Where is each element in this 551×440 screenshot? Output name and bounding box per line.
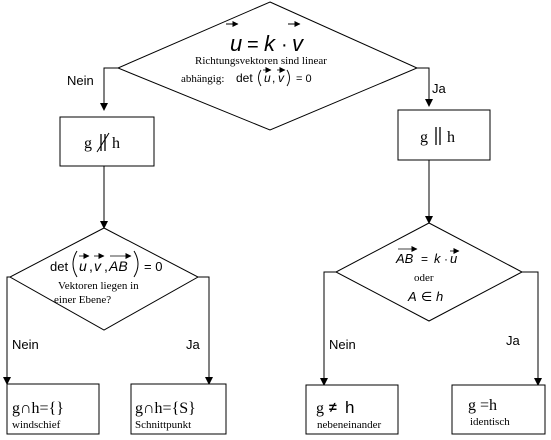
det-comma: ,	[272, 71, 275, 85]
box-parallel	[397, 109, 491, 161]
right-eq: =	[421, 252, 428, 266]
right-oder: oder	[414, 272, 434, 284]
edge-label-no-right: Nein	[329, 337, 356, 352]
det-v: v	[278, 71, 285, 85]
result-schnittpunkt-main: g∩h={S}	[135, 400, 196, 417]
edge-left-yes	[198, 276, 213, 385]
result-schnittpunkt-sub: Schnittpunkt	[135, 419, 191, 431]
left-comma-2: ,	[104, 258, 108, 274]
formula-eq: =	[247, 34, 259, 56]
formula-u: u	[230, 31, 242, 56]
left-det-label: det	[50, 259, 68, 274]
right-a: A	[407, 289, 417, 304]
right-dot: ·	[444, 252, 448, 266]
edge-top-yes	[417, 67, 433, 107]
edge-top-no	[100, 67, 118, 111]
edge-label-yes-right: Ja	[506, 333, 521, 348]
result-identisch-main: g =h	[468, 397, 497, 414]
formula-dot: ·	[281, 34, 288, 56]
edge-label-no-left: Nein	[12, 337, 39, 352]
edge-left-no	[3, 276, 11, 385]
right-vec-u: u	[450, 251, 457, 266]
not-parallel-h: h	[112, 135, 120, 152]
result-windschief-sub: windschief	[12, 419, 61, 431]
parallel-strike	[96, 132, 110, 153]
left-vec-v: v	[94, 258, 102, 274]
det-u: u	[264, 71, 271, 85]
right-h: h	[436, 289, 443, 304]
result-windschief-main: g∩h={}	[12, 400, 64, 417]
paren-left	[258, 69, 262, 87]
right-element-of: ∈	[421, 289, 432, 304]
result-identisch-sub: identisch	[470, 416, 510, 428]
decision-identical-diamond	[334, 222, 524, 322]
left-paren-close	[133, 250, 139, 278]
left-vec-ab: AB	[108, 258, 128, 274]
result-nebeneinander-sub: nebeneinander	[317, 419, 381, 431]
result-identisch	[451, 384, 546, 435]
edge-label-yes-left: Ja	[186, 337, 201, 352]
det-label: det	[236, 71, 253, 85]
edge-right-no	[320, 271, 336, 386]
decision-collinear-diamond	[116, 1, 419, 131]
parallel-h: h	[447, 129, 455, 146]
left-vec-u: u	[79, 258, 87, 274]
left-decision-line1: Vektoren liegen in	[58, 280, 139, 292]
formula-k: k	[264, 31, 276, 56]
right-vec-ab: AB	[395, 251, 414, 266]
edge-label-no-top: Nein	[67, 73, 94, 88]
edge-right-yes	[522, 271, 542, 386]
left-eq0: = 0	[144, 259, 162, 274]
result-schnittpunkt	[130, 383, 227, 435]
result-nebeneinander-g: g	[316, 400, 324, 417]
result-nebeneinander-h: h	[345, 398, 354, 417]
not-parallel-g: g	[84, 135, 92, 152]
top-decision-line1: Richtungsvektoren sind linear	[195, 55, 327, 67]
result-nebeneinander	[305, 384, 399, 435]
left-comma-1: ,	[89, 258, 93, 274]
parallel-g: g	[420, 129, 428, 146]
paren-right	[286, 69, 290, 87]
box-not-parallel	[59, 116, 155, 167]
det-eq0: = 0	[296, 73, 312, 85]
left-decision-line2: einer Ebene?	[54, 294, 111, 306]
top-decision-label-abhaengig: abhängig:	[181, 73, 224, 85]
left-paren-open	[72, 250, 78, 278]
formula-v: v	[292, 31, 305, 56]
result-nebeneinander-neq: ≠	[329, 399, 337, 415]
result-windschief	[6, 383, 100, 435]
right-k: k	[434, 251, 442, 266]
edge-label-yes-top: Ja	[432, 81, 447, 96]
decision-coplanar-diamond	[8, 227, 200, 331]
